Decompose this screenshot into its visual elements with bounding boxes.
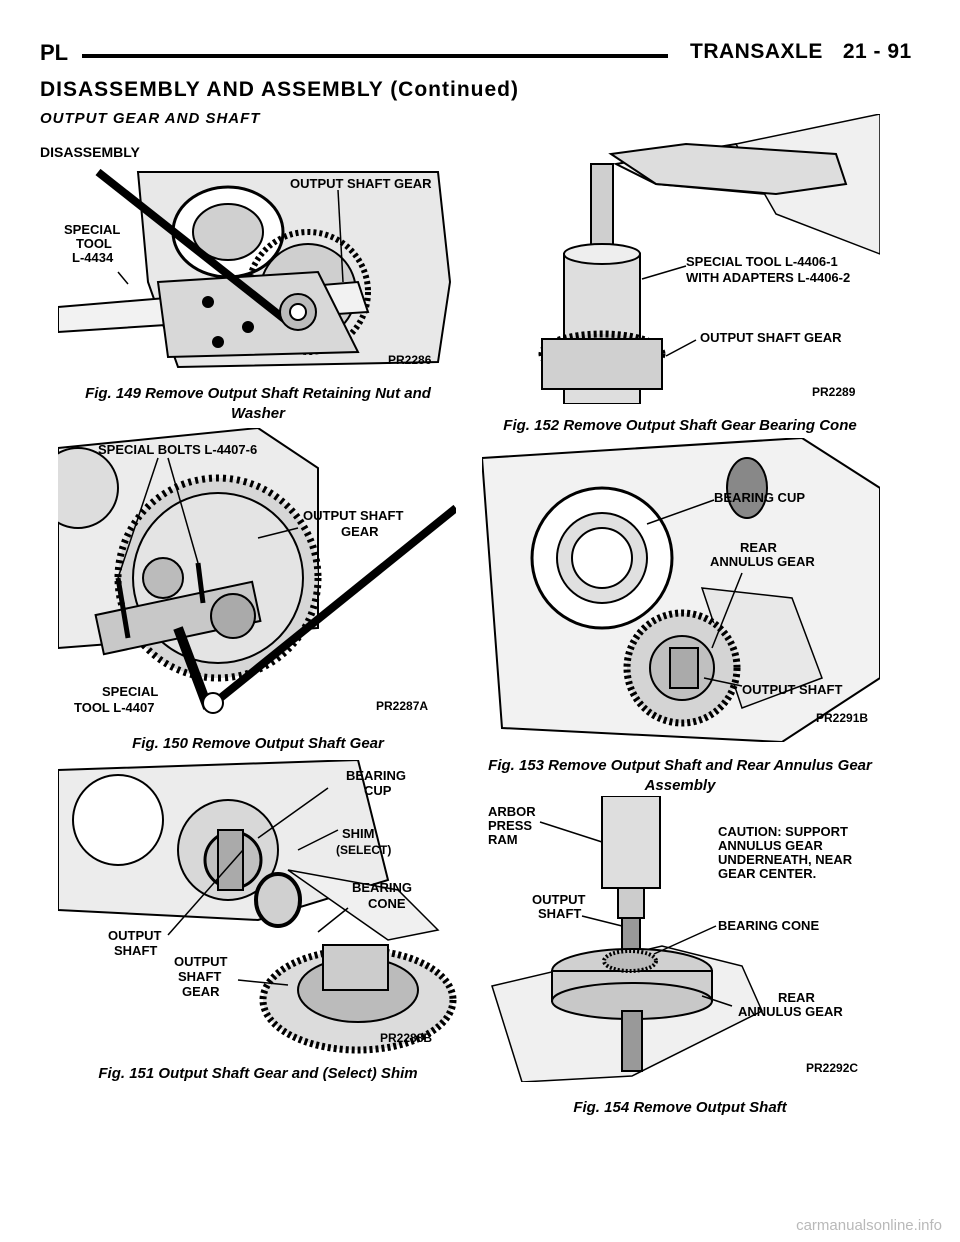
header-vehicle-code: PL: [40, 40, 69, 65]
fig154-label-shaft-1: OUTPUT: [532, 892, 586, 907]
header-section: TRANSAXLE 21 - 91: [690, 40, 912, 64]
header-rule: [82, 54, 668, 58]
fig154-label-ram-3: RAM: [488, 832, 518, 847]
fig152-code: PR2289: [812, 385, 856, 399]
fig154-code: PR2292C: [806, 1061, 858, 1075]
fig154-label-annulus-2: ANNULUS GEAR: [738, 1004, 843, 1019]
fig151-label-cup-2: CUP: [364, 783, 392, 798]
fig154-label-caution-1: CAUTION: SUPPORT: [718, 824, 848, 839]
procedure-heading: DISASSEMBLY: [40, 144, 140, 160]
fig152-label-tool-2: WITH ADAPTERS L-4406-2: [686, 270, 850, 285]
fig150-label-gear-2: GEAR: [341, 524, 379, 539]
fig151-label-gear-2: SHAFT: [178, 969, 221, 984]
fig153-code: PR2291B: [816, 711, 868, 725]
fig154-label-caution-4: GEAR CENTER.: [718, 866, 816, 881]
fig154-label-annulus-1: REAR: [778, 990, 815, 1005]
fig151-label-gear-1: OUTPUT: [174, 954, 228, 969]
fig154-label-ram-2: PRESS: [488, 818, 532, 833]
fig153-label-shaft: OUTPUT SHAFT: [742, 682, 842, 697]
fig153-label-annulus-2: ANNULUS GEAR: [710, 554, 815, 569]
fig154-label-caution-3: UNDERNEATH, NEAR: [718, 852, 853, 867]
figure-154-illustration: ARBOR PRESS RAM CAUTION: SUPPORT ANNULUS…: [482, 796, 880, 1082]
fig153-caption: Fig. 153 Remove Output Shaft and Rear An…: [488, 757, 872, 794]
figure-150-illustration: SPECIAL BOLTS L-4407-6 OUTPUT SHAFT GEAR…: [58, 428, 456, 726]
fig151-label-shim-1: SHIM: [342, 826, 375, 841]
header-page-number: 21 - 91: [842, 40, 912, 63]
fig150-code: PR2287A: [376, 699, 428, 713]
fig153-label-annulus-1: REAR: [740, 540, 777, 555]
fig154-label-cone: BEARING CONE: [718, 918, 819, 933]
fig153-label-cup: BEARING CUP: [714, 490, 805, 505]
fig150-label-tool-2: TOOL L-4407: [74, 700, 154, 715]
fig151-label-cone-1: BEARING: [352, 880, 412, 895]
fig154-label-ram-1: ARBOR: [488, 804, 536, 819]
figure-149: OUTPUT SHAFT GEAR SPECIAL TOOL L-4434 PR…: [58, 162, 454, 380]
figure-150: SPECIAL BOLTS L-4407-6 OUTPUT SHAFT GEAR…: [58, 428, 456, 726]
fig150-label-bolts: SPECIAL BOLTS L-4407-6: [98, 442, 257, 457]
figure-154: ARBOR PRESS RAM CAUTION: SUPPORT ANNULUS…: [482, 796, 880, 1082]
fig154-label-shaft-2: SHAFT: [538, 906, 581, 921]
figure-151: BEARING CUP SHIM (SELECT) BEARING CONE O…: [58, 760, 458, 1058]
fig149-label-tool-3: L-4434: [72, 250, 114, 265]
fig150-caption: Fig. 150 Remove Output Shaft Gear: [132, 735, 384, 752]
fig152-label-gear: OUTPUT SHAFT GEAR: [700, 330, 842, 345]
figure-151-illustration: BEARING CUP SHIM (SELECT) BEARING CONE O…: [58, 760, 458, 1058]
fig149-label-gear: OUTPUT SHAFT GEAR: [290, 176, 432, 191]
fig154-caption: Fig. 154 Remove Output Shaft: [573, 1099, 787, 1116]
fig152-caption: Fig. 152 Remove Output Shaft Gear Bearin…: [503, 417, 857, 434]
figure-152: SPECIAL TOOL L-4406-1 WITH ADAPTERS L-44…: [536, 114, 880, 404]
fig149-label-tool-2: TOOL: [76, 236, 112, 251]
fig151-label-cup-1: BEARING: [346, 768, 406, 783]
fig151-label-cone-2: CONE: [368, 896, 406, 911]
fig151-label-shim-2: (SELECT): [336, 843, 391, 857]
figure-153: BEARING CUP REAR ANNULUS GEAR OUTPUT SHA…: [482, 438, 880, 742]
fig151-caption: Fig. 151 Output Shaft Gear and (Select) …: [98, 1065, 418, 1082]
fig151-label-gear-3: GEAR: [182, 984, 220, 999]
watermark: carmanualsonline.info: [796, 1217, 942, 1234]
figure-153-illustration: BEARING CUP REAR ANNULUS GEAR OUTPUT SHA…: [482, 438, 880, 742]
figure-152-illustration: SPECIAL TOOL L-4406-1 WITH ADAPTERS L-44…: [536, 114, 880, 404]
figure-149-illustration: OUTPUT SHAFT GEAR SPECIAL TOOL L-4434 PR…: [58, 162, 454, 380]
fig150-label-tool-1: SPECIAL: [102, 684, 158, 699]
fig150-label-gear-1: OUTPUT SHAFT: [303, 508, 403, 523]
section-title: DISASSEMBLY AND ASSEMBLY (Continued): [40, 78, 519, 101]
fig151-label-shaft-2: SHAFT: [114, 943, 157, 958]
fig149-caption: Fig. 149 Remove Output Shaft Retaining N…: [85, 385, 431, 422]
fig154-label-caution-2: ANNULUS GEAR: [718, 838, 823, 853]
fig149-label-tool-1: SPECIAL: [64, 222, 120, 237]
fig149-code: PR2286: [388, 353, 432, 367]
fig151-label-shaft-1: OUTPUT: [108, 928, 162, 943]
fig151-code: PR2288B: [380, 1031, 432, 1045]
fig152-label-tool-1: SPECIAL TOOL L-4406-1: [686, 254, 838, 269]
subsection-title: OUTPUT GEAR AND SHAFT: [40, 110, 261, 127]
header-section-name: TRANSAXLE: [690, 40, 823, 63]
